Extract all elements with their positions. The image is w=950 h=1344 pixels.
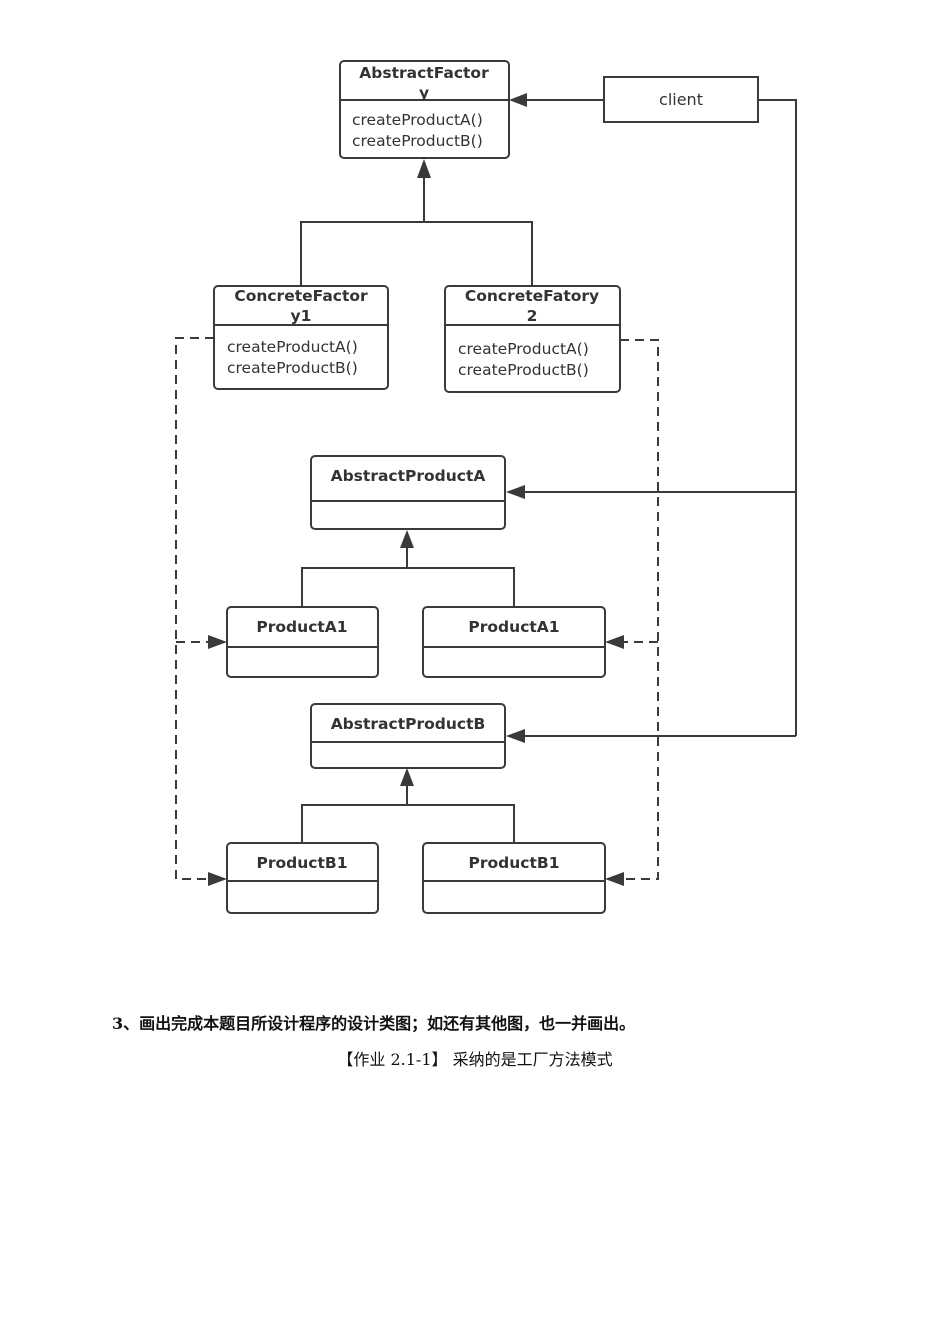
concrete-factory-2-method-1: createProductA() (458, 340, 589, 358)
factory1-to-product-b-arrow (208, 872, 227, 886)
abstract-product-a-title: AbstractProductA (331, 467, 486, 485)
concrete-factory-2-title-1: ConcreteFatory (465, 287, 599, 305)
factory2-to-product-a-arrow (605, 635, 624, 649)
abstract-factory-method-2: createProductB() (352, 132, 483, 150)
product-b1-left-title: ProductB1 (257, 854, 348, 872)
answer-text: 【作业 2.1-1】 采纳的是工厂方法模式 (337, 1050, 613, 1069)
client-label: client (659, 90, 703, 109)
concrete-factory-1-class: ConcreteFactor y1 createProductA() creat… (213, 285, 389, 390)
product-a1-right-title: ProductA1 (468, 618, 559, 636)
product-a1-left-class: ProductA1 (226, 606, 379, 678)
factory1-dependency-line (175, 337, 214, 880)
concrete-factory-2-class: ConcreteFatory 2 createProductA() create… (444, 285, 621, 393)
product-a1-left-title: ProductA1 (256, 618, 347, 636)
product-a-inheritance-arrow (400, 530, 414, 548)
connectors (175, 93, 797, 886)
abstract-factory-title-1: AbstractFactor (359, 64, 489, 82)
client-class: client (603, 76, 759, 123)
abstract-factory-title-2: y (419, 84, 429, 102)
concrete-factory-1-method-2: createProductB() (227, 359, 358, 377)
abstract-product-b-title: AbstractProductB (331, 715, 486, 733)
product-b1-right-class: ProductB1 (422, 842, 606, 914)
concrete-factory-1-title-2: y1 (291, 307, 312, 325)
abstract-product-b-class: AbstractProductB (310, 703, 506, 769)
question-text: 3、画出完成本题目所设计程序的设计类图；如还有其他图，也一并画出。 (112, 1014, 636, 1033)
product-a-inheritance-line (301, 567, 515, 607)
concrete-factory-1-method-1: createProductA() (227, 338, 358, 356)
factory2-to-product-b-arrow (605, 872, 624, 886)
concrete-factory-1-title-1: ConcreteFactor (234, 287, 368, 305)
concrete-factory-2-title-2: 2 (527, 307, 538, 325)
factory-inheritance-arrow (417, 159, 431, 178)
abstract-factory-method-1: createProductA() (352, 111, 483, 129)
product-b1-right-title: ProductB1 (469, 854, 560, 872)
abstract-product-a-class: AbstractProductA (310, 455, 506, 530)
client-to-abstract-product-b-arrow (506, 729, 525, 743)
client-to-abstract-product-a-arrow (506, 485, 525, 499)
factory2-dependency-line (620, 339, 659, 880)
product-b-inheritance-line (301, 804, 515, 843)
concrete-factory-2-method-2: createProductB() (458, 361, 589, 379)
product-b-inheritance-arrow (400, 768, 414, 786)
abstract-factory-class: AbstractFactor y createProductA() create… (339, 60, 510, 159)
abstract-factory-uml-diagram: AbstractFactor y createProductA() create… (175, 60, 797, 914)
product-a1-right-class: ProductA1 (422, 606, 606, 678)
client-bus-line (758, 99, 797, 736)
factory1-to-product-a-arrow (208, 635, 227, 649)
client-to-abstract-factory-arrow (509, 93, 527, 107)
factory-inheritance-line (300, 221, 533, 286)
product-b1-left-class: ProductB1 (226, 842, 379, 914)
